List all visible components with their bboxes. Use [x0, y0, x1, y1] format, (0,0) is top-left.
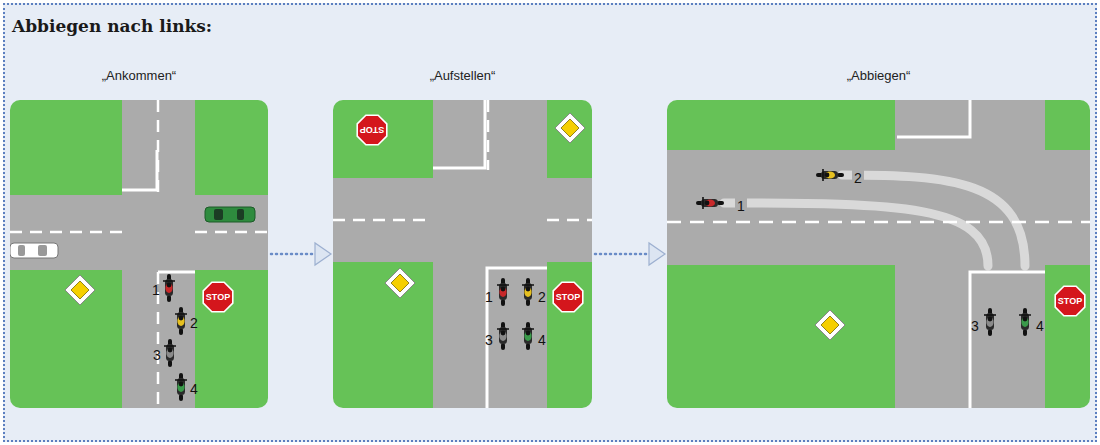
intersection-panel [667, 100, 1090, 408]
flow-arrow [271, 243, 331, 265]
stop-sign: STOP [201, 280, 235, 314]
stop-sign: STOP [1053, 284, 1087, 318]
panel-caption: „Aufstellen“ [333, 68, 592, 83]
callout-number: 4 [1036, 319, 1044, 333]
scene-panel: „Ankommen“ STOP [10, 60, 268, 408]
stop-text: STOP [556, 293, 580, 302]
stop-sign: STOP [551, 280, 585, 314]
callout-number: 3 [485, 333, 493, 347]
callout-number: 2 [852, 170, 864, 186]
intersection-panel [10, 100, 268, 408]
callout-number: 3 [971, 319, 979, 333]
stop-text: STOP [206, 293, 230, 302]
callout-number: 2 [538, 290, 546, 304]
stop-text: STOP [1058, 297, 1082, 306]
flow-arrow [595, 243, 665, 265]
intersection-panel [333, 100, 592, 408]
panel-caption: „Abbiegen“ [667, 68, 1090, 83]
stop-text: STOP [360, 126, 384, 135]
diagram-title: Abbiegen nach links: [12, 16, 212, 36]
callout-number: 1 [152, 283, 160, 297]
scene-panel: „Aufstellen“ STOP STOP [333, 60, 592, 408]
callout-number: 1 [735, 198, 747, 214]
scene-panel: „Abbiegen“ STOP [667, 60, 1090, 408]
panel-caption: „Ankommen“ [10, 68, 268, 83]
callout-number: 4 [538, 333, 546, 347]
callout-number: 4 [190, 382, 198, 396]
stop-sign: STOP [355, 113, 389, 147]
callout-number: 3 [153, 348, 161, 362]
callout-number: 2 [190, 316, 198, 330]
callout-number: 1 [485, 290, 493, 304]
